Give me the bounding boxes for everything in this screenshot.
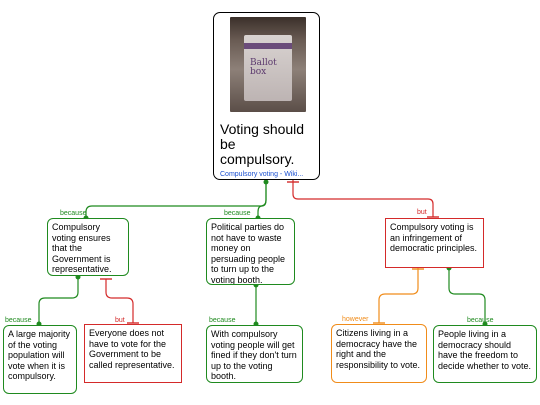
reason-node-freedom[interactable]: People living in a democracy should have… <box>433 325 537 383</box>
node-text: A large majority of the voting populatio… <box>8 329 71 381</box>
edge-label-because: because <box>467 317 494 324</box>
root-claim-node[interactable]: Ballot box Voting should be compulsory. … <box>213 12 320 180</box>
rebuttal-node-right-responsibility[interactable]: Citizens living in a democracy have the … <box>331 324 427 383</box>
link-c-to-c1 <box>378 268 419 323</box>
reason-node-representative[interactable]: Compulsory voting ensures that the Gover… <box>47 218 129 276</box>
node-text: People living in a democracy should have… <box>438 329 532 371</box>
edge-label-but: but <box>417 209 427 216</box>
link-root-dot <box>263 179 269 185</box>
objection-node-everyone-not[interactable]: Everyone does not have to vote for the G… <box>84 324 182 383</box>
ballot-box-photo: Ballot box <box>230 17 306 112</box>
node-text: Compulsory voting ensures that the Gover… <box>52 222 112 274</box>
node-text: Everyone does not have to vote for the G… <box>89 328 175 370</box>
edge-label-because: because <box>60 210 87 217</box>
link-root-to-b <box>257 180 267 218</box>
edge-label-because: because <box>209 317 236 324</box>
objection-node-infringement[interactable]: Compulsory voting is an infringement of … <box>385 218 484 268</box>
node-text: Citizens living in a democracy have the … <box>336 328 421 370</box>
ballot-box: Ballot box <box>244 35 292 101</box>
ballot-box-label: Ballot box <box>250 58 277 77</box>
reason-node-large-majority[interactable]: A large majority of the voting populatio… <box>3 325 77 394</box>
reason-node-fined[interactable]: With compulsory voting people will get f… <box>206 325 303 383</box>
root-claim-title: Voting should be compulsory. <box>220 121 305 167</box>
edge-label-because: because <box>224 210 251 217</box>
link-root-to-c <box>292 180 434 217</box>
root-claim-link[interactable]: Compulsory voting - Wiki... <box>220 171 304 178</box>
node-text: With compulsory voting people will get f… <box>211 329 297 381</box>
link-a-to-a1 <box>38 277 79 324</box>
edge-label-but: but <box>115 317 125 324</box>
node-text: Political parties do not have to waste m… <box>211 222 286 285</box>
node-text: Compulsory voting is an infringement of … <box>390 222 478 253</box>
reason-node-parties-money[interactable]: Political parties do not have to waste m… <box>206 218 295 285</box>
edge-label-because: because <box>5 317 32 324</box>
link-c-to-c2 <box>448 268 486 324</box>
link-a-to-a2 <box>105 279 134 323</box>
edge-label-however: however <box>342 316 369 323</box>
